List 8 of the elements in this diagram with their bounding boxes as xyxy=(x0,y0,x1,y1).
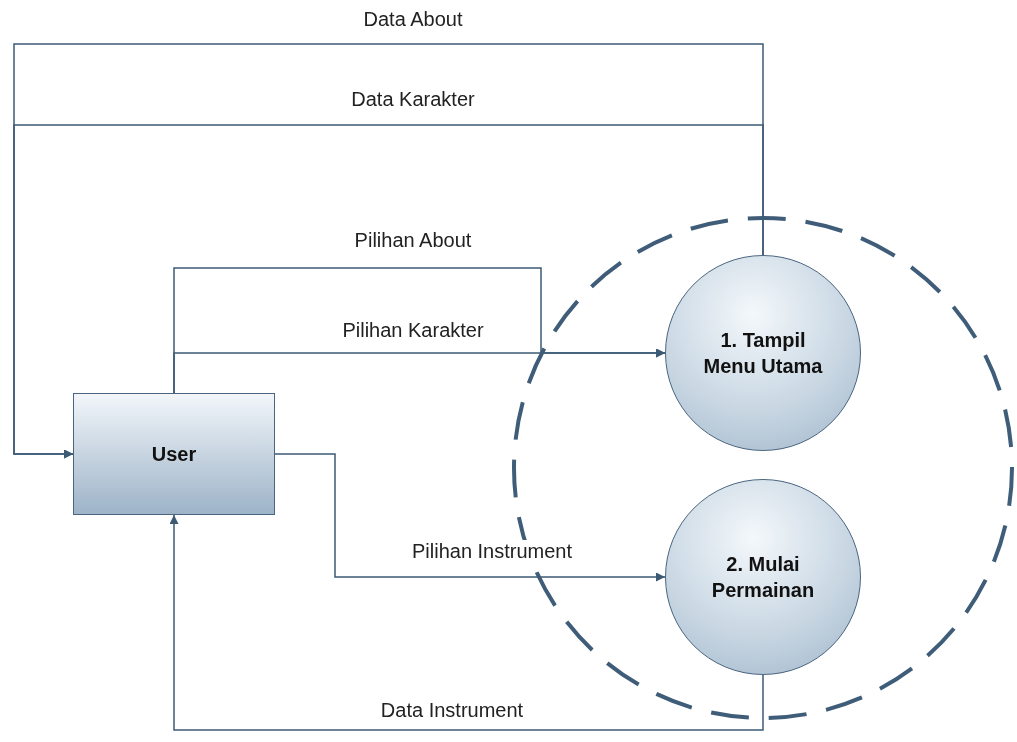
arrow xyxy=(173,348,666,394)
arrow xyxy=(274,453,666,582)
node-label: 1. Tampil Menu Utama xyxy=(702,328,824,379)
node-label: 2. Mulai Permainan xyxy=(710,552,816,603)
entity-box xyxy=(73,393,275,515)
arrow xyxy=(169,514,764,731)
node-label: User xyxy=(150,442,198,467)
arrow xyxy=(13,124,764,459)
